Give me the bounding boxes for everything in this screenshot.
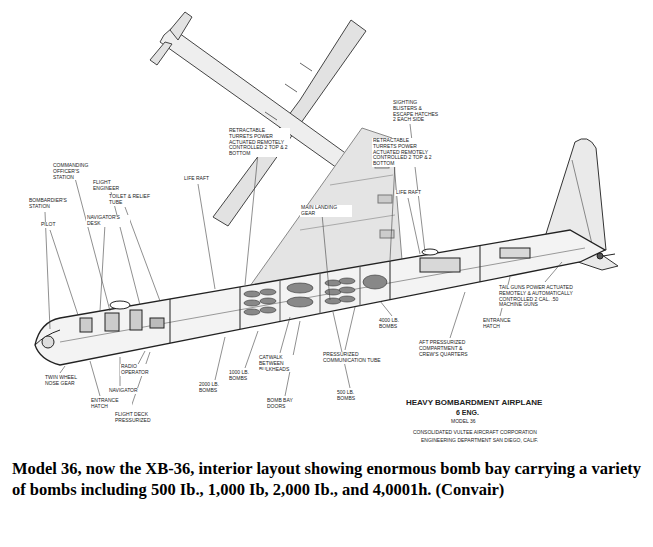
callout-label: LIFE RAFT [395,190,427,196]
callout-label: MAIN LANDING GEAR [300,205,352,217]
callout-label: RADIO OPERATOR [120,364,162,376]
callout-label: 4000 LB. BOMBS [378,318,416,330]
callout-label: PILOT [40,222,62,228]
fuselage [35,230,615,365]
title-block-text: ENGINEERING DEPARTMENT SAN DIEGO, CALIF. [420,438,540,444]
callout-label: AFT PRESSURIZED COMPARTMENT & CREW'S QUA… [418,340,482,357]
callout-label: RETRACTABLE TURRETS POWER ACTUATED REMOT… [228,128,290,157]
callout-label: TAIL GUNS POWER ACTUATED REMOTELY & AUTO… [498,285,578,308]
callout-label: FLIGHT DECK PRESSURIZED [114,412,164,424]
callout-label: FLIGHT ENGINEER [92,180,134,192]
title-block-text: MODEL 36 [450,419,500,425]
callout-label: ENTRANCE HATCH [482,318,524,330]
callout-label: 500 LB. BOMBS [336,390,374,402]
callout-label: LIFE RAFT [183,176,215,182]
callout-label: COMMANDING OFFICER'S STATION [52,163,100,180]
callout-label: SIGHTING BLISTERS & ESCAPE HATCHES 2 EAC… [392,100,442,123]
callout-label: ENTRANCE HATCH [90,398,132,410]
callout-label: BOMB BAY DOORS [266,398,308,410]
callout-label: NAVIGATOR [108,388,142,394]
callout-label: BOMBARDIER'S STATION [28,198,72,210]
callout-label: 2000 LB. BOMBS [198,382,236,394]
figure-caption: Model 36, now the XB-36, interior layout… [12,458,644,500]
callout-label: TWIN WHEEL NOSE GEAR [44,375,78,387]
title-block-text: HEAVY BOMBARDMENT AIRPLANE [405,398,545,407]
callout-label: TOILET & RELIEF TUBE [108,194,152,206]
callout-label: RETRACTABLE TURRETS POWER ACTUATED REMOT… [372,138,434,167]
callout-label: 1000 LB. BOMBS [228,370,266,382]
title-block-text: 6 ENG. [455,409,495,417]
callout-label: NAVIGATOR'S DESK [86,215,130,227]
title-block-text: CONSOLIDATED VULTEE AIRCRAFT CORPORATION [412,430,542,436]
callout-label: PRESSURIZED COMMUNICATION TUBE [322,352,386,364]
leader-line [45,124,562,410]
